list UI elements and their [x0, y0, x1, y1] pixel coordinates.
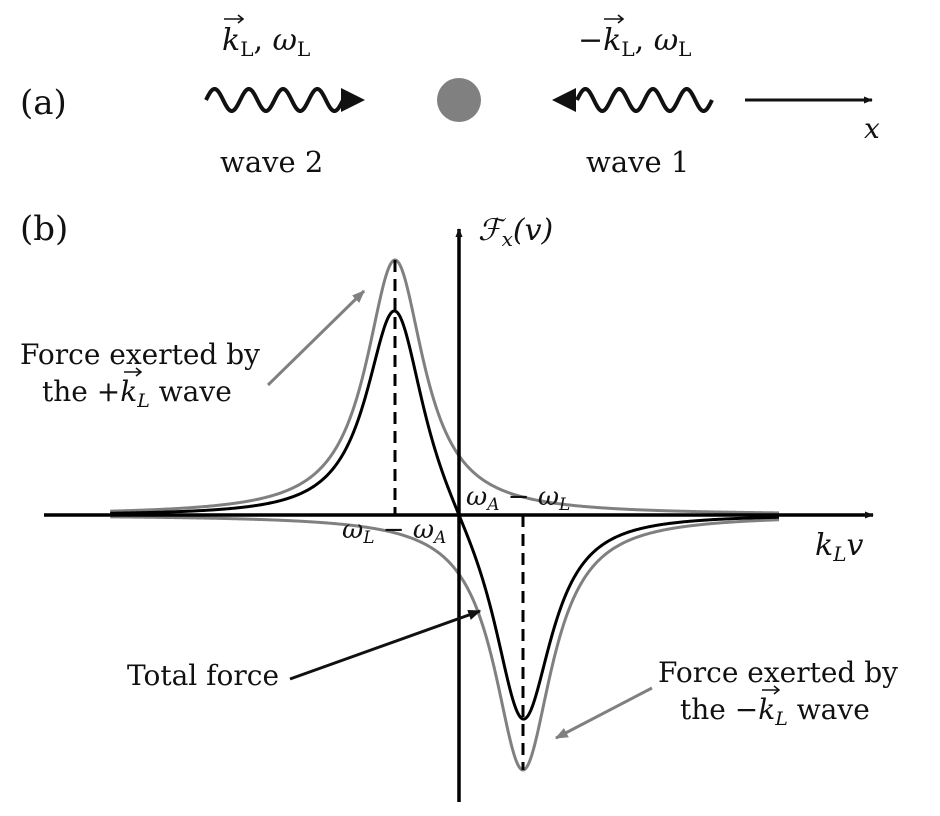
panel-b: (b) ℱx(v) kLv ωL − ωA ωA − ωL Force exer… — [20, 209, 898, 802]
wave1-vector-sub: L — [621, 37, 634, 61]
panel-b-label: (b) — [20, 209, 68, 249]
annotation-plus-line2: the +kL wave — [42, 375, 232, 412]
wave1-label: −kL, ωL — [578, 14, 691, 61]
wave2-label: kL, ωL — [222, 14, 310, 61]
wave1-caption: wave 1 — [586, 145, 689, 179]
atom-icon — [437, 78, 481, 122]
wave2-vector-sub: L — [240, 37, 253, 61]
annotation-minus-line1: Force exerted by — [658, 656, 898, 689]
annotation-minus-line2: the −kL wave — [680, 693, 870, 730]
annotation-minus-pointer — [554, 686, 653, 740]
x-direction-label: x — [864, 112, 880, 145]
wave1-vector: k — [603, 23, 621, 58]
annotation-total-pointer — [289, 609, 482, 681]
annotation-total-force: Total force — [127, 609, 482, 692]
wave1-omega-sub: L — [678, 37, 691, 61]
wave2-omega: ω — [273, 23, 297, 58]
wave2-squiggle — [204, 87, 345, 113]
annotation-total-text: Total force — [127, 659, 279, 692]
wave1-sign: − — [578, 23, 603, 58]
annotation-minus-wave: Force exerted by the −kL wave — [554, 656, 898, 740]
annotation-minus-vec-arrow-icon — [762, 685, 781, 695]
wave2-caption: wave 2 — [220, 145, 323, 179]
annotation-plus-line1: Force exerted by — [20, 338, 260, 371]
y-axis-label: ℱx(v) — [478, 213, 553, 251]
wave1-omega: ω — [654, 23, 678, 58]
wave2-omega-sub: L — [297, 37, 310, 61]
series-minus-wave — [110, 515, 780, 772]
annotation-plus-wave: Force exerted by the +kL wave — [20, 289, 366, 412]
svg-text:kL, ωL: kL, ωL — [222, 23, 310, 61]
wave2-photon — [204, 87, 365, 113]
wave1-vector-arrow-icon — [604, 14, 625, 24]
panel-a-label: (a) — [20, 83, 67, 123]
wave1-squiggle — [575, 87, 714, 113]
series-plus-wave — [110, 258, 780, 515]
wave1-photon — [552, 87, 714, 113]
wave2-vector-arrow-icon — [224, 14, 245, 24]
panel-a: (a) kL, ωL wave 2 −kL, ωL wave — [20, 14, 880, 179]
wave2-vector: k — [222, 23, 240, 58]
wave1-arrowhead-icon — [552, 88, 576, 112]
tick-label-left: ωL − ωA — [342, 515, 446, 548]
series-total-force — [110, 309, 780, 721]
wave2-arrowhead-icon — [341, 88, 365, 112]
svg-text:−kL, ωL: −kL, ωL — [578, 23, 691, 61]
x-axis-label: kLv — [815, 528, 863, 566]
tick-label-right: ωA − ωL — [466, 482, 570, 515]
annotation-plus-pointer — [266, 289, 366, 387]
annotation-plus-vec-arrow-icon — [124, 367, 143, 377]
